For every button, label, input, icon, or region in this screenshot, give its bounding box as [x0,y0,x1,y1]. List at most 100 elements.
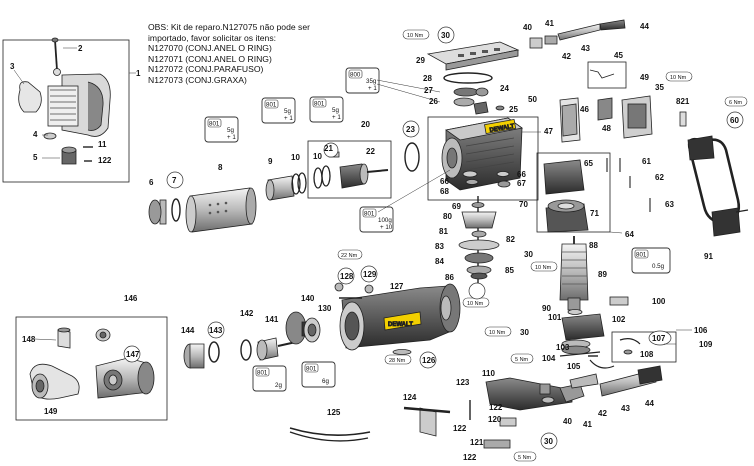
torque-badge: 5 Nm [513,451,537,462]
torque-badge: 28 Nm [384,354,412,365]
torque-badge: 22 Nm [337,249,363,260]
part-number-label: 2g [275,382,282,389]
part-number-label: 6g [322,378,329,385]
part-number-label: 2 [78,44,83,53]
torque-badge: 6 Nm [724,96,748,107]
circled-callouts [123,26,744,450]
part-number-label: 10 Nm [467,301,484,307]
part-number-label: 142 [240,309,254,318]
gear-housing-top [426,41,520,115]
part-number-label: 148 [22,335,36,344]
part-numbers: 1 2 3 4 5 11 122 6 7 8 9 10 10 20 21 22 … [10,19,739,462]
part-number-label: 44 [640,22,649,31]
part-number-label: 30 [441,31,450,40]
part-number-label: 88 [589,241,598,250]
part-number-label: 10 Nm [489,330,506,336]
part-number-label: 69 [452,202,461,211]
part-number-label: 109 [699,340,713,349]
part-number-label: 100 [652,297,666,306]
part-number-label: 3 [10,62,15,71]
part-number-label: 42 [562,52,571,61]
part-number-label: 65 [584,159,593,168]
torque-badge: 10 Nm [484,326,512,337]
part-number-label: + 1 [368,85,377,92]
part-number-label: 141 [265,315,279,324]
part-number-label: 30 [520,328,529,337]
part-number-label: 26 [429,97,438,106]
part-number-label: 8 [218,163,223,172]
part-number-label: 71 [590,209,599,218]
part-number-label: 106 [694,326,708,335]
part-number-label: 40 [523,23,532,32]
grease-box: 801 100g + 10 [359,206,394,233]
part-number-label: 143 [209,326,223,335]
notes-item: N127070 (CONJ.ANEL O RING) [148,43,272,53]
part-number-label: 66 [517,170,526,179]
part-number-label: 11 [98,140,107,149]
handle-assembly [18,37,111,165]
part-number-label: 20 [361,120,370,129]
part-number-label: 29 [416,56,425,65]
part-number-label: 85 [505,266,514,275]
part-number-label: + 1 [284,115,293,122]
cylinder-parts [148,142,420,233]
frame-gearbox-group [427,116,539,201]
part-number-label: 122 [98,156,112,165]
part-number-label: 25 [509,105,518,114]
part-number-label: 82 [506,235,515,244]
part-number-label: 144 [181,326,195,335]
grease-box: 801 5g + 1 [261,97,296,124]
frame-motor-group [536,152,611,233]
part-number-label: 6 Nm [729,100,743,106]
part-number-label: 5 Nm [518,455,532,461]
part-number-label: 7 [172,176,177,185]
frame-piston-group [307,140,392,199]
part-number-label: 129 [363,270,377,279]
gearbox-housing: DEWALT [441,117,523,191]
part-number-label: 5g [284,108,291,115]
part-number-label: 47 [544,127,553,136]
part-number-label: 42 [598,409,607,418]
part-number-label: 5g [332,107,339,114]
part-number-label: 108 [640,350,654,359]
stator-assembly [543,159,589,233]
part-number-label: 86 [445,273,454,282]
part-number-label: 22 [366,147,375,156]
part-number-label: 128 [340,272,354,281]
part-number-label: 801 [314,101,325,108]
chuck-parts [183,311,321,369]
part-number-label: 70 [519,200,528,209]
notes-line: OBS: Kit de reparo.N127075 não pode ser [148,22,310,32]
motor-armature [458,196,589,315]
part-number-label: 123 [456,378,470,387]
part-number-label: 80 [443,212,452,221]
part-number-label: 103 [556,343,570,352]
part-number-label: 60 [730,116,739,125]
part-number-label: 801 [306,366,317,373]
part-number-label: 102 [612,315,626,324]
torque-badge: 5 Nm [510,353,534,364]
part-number-label: 30 [524,250,533,259]
misc-small-parts [561,296,641,357]
part-number-label: 45 [614,51,623,60]
part-number-label: 41 [545,19,554,28]
part-number-label: 130 [318,304,332,313]
part-number-label: 66 [440,177,449,186]
part-number-label: 149 [44,407,58,416]
frame-handle-group [2,39,130,183]
part-number-label: 64 [625,230,634,239]
part-number-label: 23 [406,125,415,134]
part-number-label: 9 [268,157,273,166]
part-number-label: 91 [704,252,713,261]
part-number-label: 89 [598,270,607,279]
part-number-label: 83 [435,242,444,251]
part-number-label: 105 [567,362,581,371]
part-number-label: 62 [655,173,664,182]
grease-box: 801 0.5g [631,247,671,274]
part-number-label: 125 [327,408,341,417]
part-number-label: 0.5g [652,263,665,270]
part-number-label: 127 [390,282,404,291]
torque-badge: 10 Nm [665,71,693,82]
part-number-label: 5 [33,153,38,162]
